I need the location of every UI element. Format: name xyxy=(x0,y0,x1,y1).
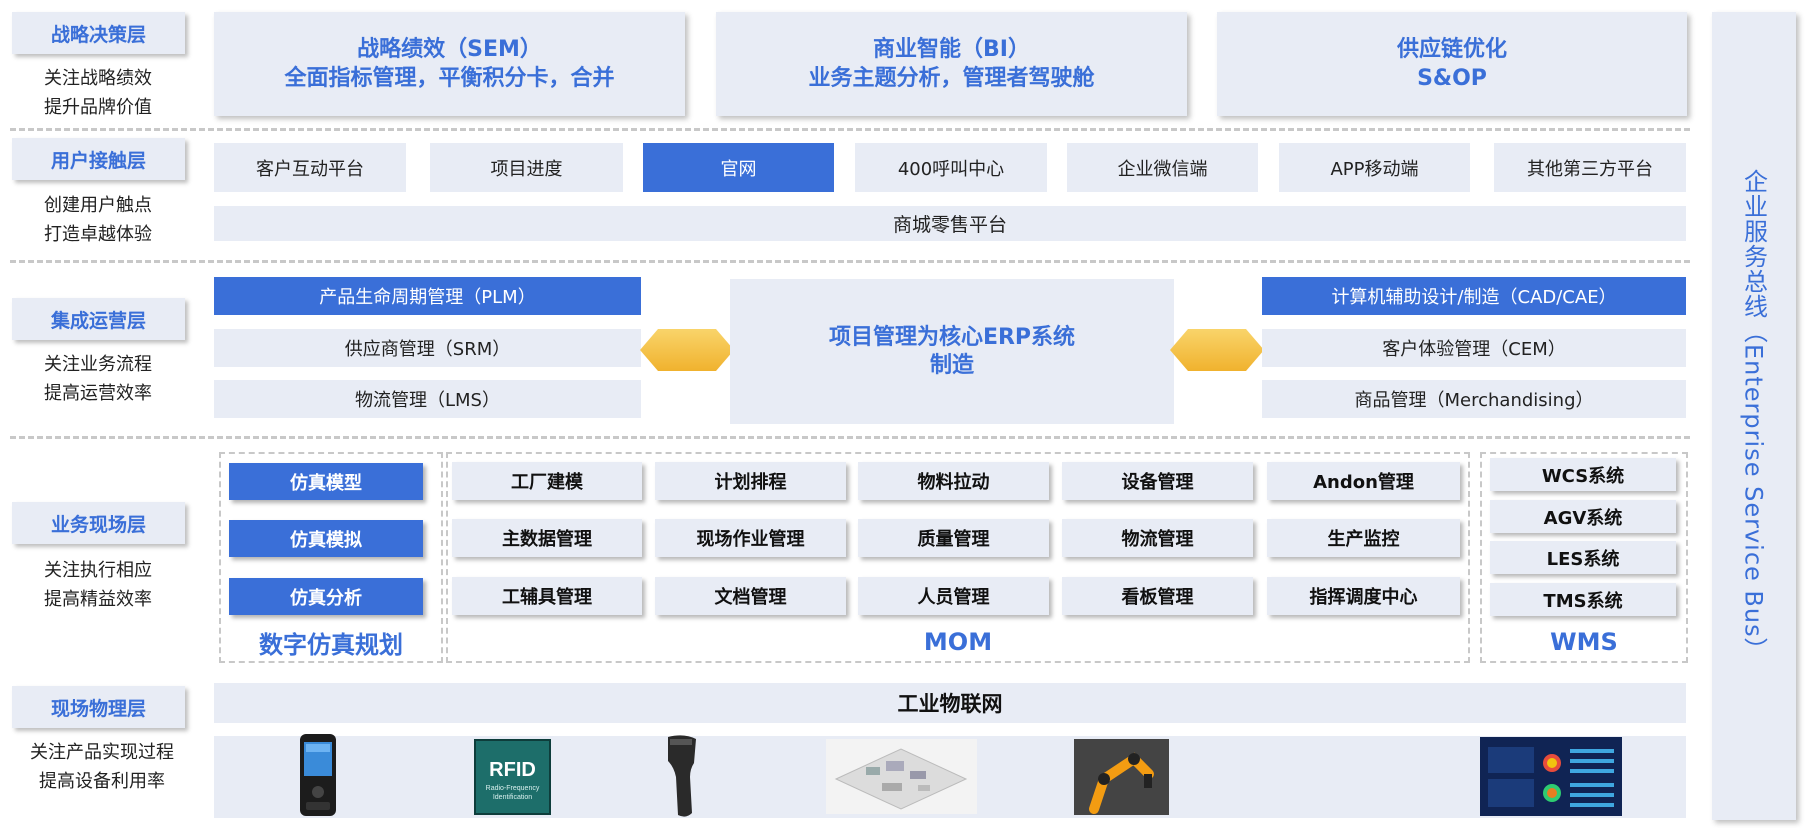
mom-group xyxy=(446,452,1470,663)
barcode-scanner-image xyxy=(660,733,708,819)
layer-desc-strategy: 关注战略绩效 提升品牌价值 xyxy=(44,68,152,118)
strategy-bi-title: 商业智能（BI） xyxy=(873,37,1030,62)
layer-tag-business-site: 业务现场层 xyxy=(12,502,185,544)
esb-label: 企业服务总线（Enterprise Service Bus） xyxy=(1739,169,1768,663)
mom-quality-mgmt[interactable]: 质量管理 xyxy=(858,519,1049,557)
mom-personnel-mgmt[interactable]: 人员管理 xyxy=(858,577,1049,615)
separator-3 xyxy=(10,436,1690,439)
erp-core-box[interactable]: 项目管理为核心ERP系统 制造 xyxy=(730,279,1174,424)
layer-desc-business-site: 关注执行相应 提高精益效率 xyxy=(44,560,152,610)
wms-group xyxy=(1480,452,1688,663)
dashboard-image xyxy=(1480,737,1622,816)
left-connector-hexagon xyxy=(640,329,734,371)
wms-agv[interactable]: AGV系统 xyxy=(1490,500,1676,533)
robot-arm-image xyxy=(1074,739,1169,815)
right-connector-hexagon xyxy=(1170,329,1264,371)
sim-model[interactable]: 仿真模型 xyxy=(229,463,423,500)
industrial-iot-bar[interactable]: 工业物联网 xyxy=(214,683,1686,723)
separator-2 xyxy=(10,260,1690,263)
ops-merchandising[interactable]: 商品管理（Merchandising） xyxy=(1262,380,1686,418)
ops-cem[interactable]: 客户体验管理（CEM） xyxy=(1262,329,1686,367)
touchpoint-call-center[interactable]: 400呼叫中心 xyxy=(855,143,1047,192)
layer-desc-operations: 关注业务流程 提高运营效率 xyxy=(44,354,152,404)
mom-production-monitor[interactable]: 生产监控 xyxy=(1267,519,1460,557)
layer-tag-strategy: 战略决策层 xyxy=(12,12,185,54)
sim-analysis[interactable]: 仿真分析 xyxy=(229,578,423,615)
mall-retail-platform[interactable]: 商城零售平台 xyxy=(214,206,1686,241)
touchpoint-official-site[interactable]: 官网 xyxy=(643,143,834,192)
layer-desc-physical: 关注产品实现过程 提高设备利用率 xyxy=(30,742,174,792)
strategy-sem-title: 战略绩效（SEM） xyxy=(357,37,542,62)
ops-plm[interactable]: 产品生命周期管理（PLM） xyxy=(214,277,641,315)
wms-les[interactable]: LES系统 xyxy=(1490,541,1676,574)
strategy-bi-subtitle: 业务主题分析，管理者驾驶舱 xyxy=(808,66,1095,91)
layer-desc-user: 创建用户触点 打造卓越体验 xyxy=(44,195,152,245)
sim-group-label: 数字仿真规划 xyxy=(259,630,403,659)
erp-core-subtitle: 制造 xyxy=(929,352,974,378)
wms-wcs[interactable]: WCS系统 xyxy=(1490,458,1676,491)
mom-shopfloor-ops[interactable]: 现场作业管理 xyxy=(655,519,846,557)
sim-group xyxy=(219,452,443,663)
mom-dispatch-center[interactable]: 指挥调度中心 xyxy=(1267,577,1460,615)
wms-tms[interactable]: TMS系统 xyxy=(1490,583,1676,616)
mom-planning-scheduling[interactable]: 计划排程 xyxy=(655,462,846,500)
erp-core-title: 项目管理为核心ERP系统 xyxy=(828,324,1076,350)
mom-document-mgmt[interactable]: 文档管理 xyxy=(655,577,846,615)
wms-group-label: WMS xyxy=(1550,628,1618,656)
esb-bar[interactable]: 企业服务总线（Enterprise Service Bus） xyxy=(1712,12,1796,820)
touchpoint-customer-interaction[interactable]: 客户互动平台 xyxy=(214,143,406,192)
touchpoint-third-party[interactable]: 其他第三方平台 xyxy=(1494,143,1686,192)
handheld-terminal-image xyxy=(296,732,340,818)
touchpoint-app[interactable]: APP移动端 xyxy=(1279,143,1470,192)
ops-srm[interactable]: 供应商管理（SRM） xyxy=(214,329,641,367)
strategy-sem-box: 战略绩效（SEM） 全面指标管理，平衡积分卡，合并 xyxy=(214,12,685,116)
mom-master-data[interactable]: 主数据管理 xyxy=(452,519,642,557)
strategy-sem-subtitle: 全面指标管理，平衡积分卡，合并 xyxy=(284,66,615,91)
ops-lms[interactable]: 物流管理（LMS） xyxy=(214,380,641,418)
factory-layout-image xyxy=(826,739,977,814)
strategy-scm-subtitle: S&OP xyxy=(1417,66,1487,91)
rfid-logo-text: RFID xyxy=(489,759,536,781)
strategy-scm-title: 供应链优化 xyxy=(1396,37,1507,62)
sim-simulate[interactable]: 仿真模拟 xyxy=(229,520,423,557)
layer-tag-user: 用户接触层 xyxy=(12,138,185,180)
separator-1 xyxy=(10,128,1690,131)
mom-group-label: MOM xyxy=(923,628,993,656)
mom-logistics-mgmt[interactable]: 物流管理 xyxy=(1062,519,1253,557)
mom-tooling-mgmt[interactable]: 工辅具管理 xyxy=(452,577,642,615)
mom-factory-modeling[interactable]: 工厂建模 xyxy=(452,462,642,500)
mom-andon-mgmt[interactable]: Andon管理 xyxy=(1267,462,1460,500)
mom-kanban-mgmt[interactable]: 看板管理 xyxy=(1062,577,1253,615)
strategy-bi-box: 商业智能（BI） 业务主题分析，管理者驾驶舱 xyxy=(716,12,1187,116)
ops-cad-cae[interactable]: 计算机辅助设计/制造（CAD/CAE） xyxy=(1262,277,1686,315)
mom-material-pull[interactable]: 物料拉动 xyxy=(858,462,1049,500)
layer-tag-physical: 现场物理层 xyxy=(12,686,185,728)
mom-equipment-mgmt[interactable]: 设备管理 xyxy=(1062,462,1253,500)
touchpoint-project-progress[interactable]: 项目进度 xyxy=(430,143,623,192)
strategy-scm-box: 供应链优化 S&OP xyxy=(1217,12,1687,116)
touchpoint-wecom[interactable]: 企业微信端 xyxy=(1067,143,1258,192)
rfid-logo-subtext: Radio-Frequency Identification xyxy=(485,785,540,801)
rfid-image: RFID Radio-Frequency Identification xyxy=(474,739,551,815)
layer-tag-operations: 集成运营层 xyxy=(12,298,185,340)
